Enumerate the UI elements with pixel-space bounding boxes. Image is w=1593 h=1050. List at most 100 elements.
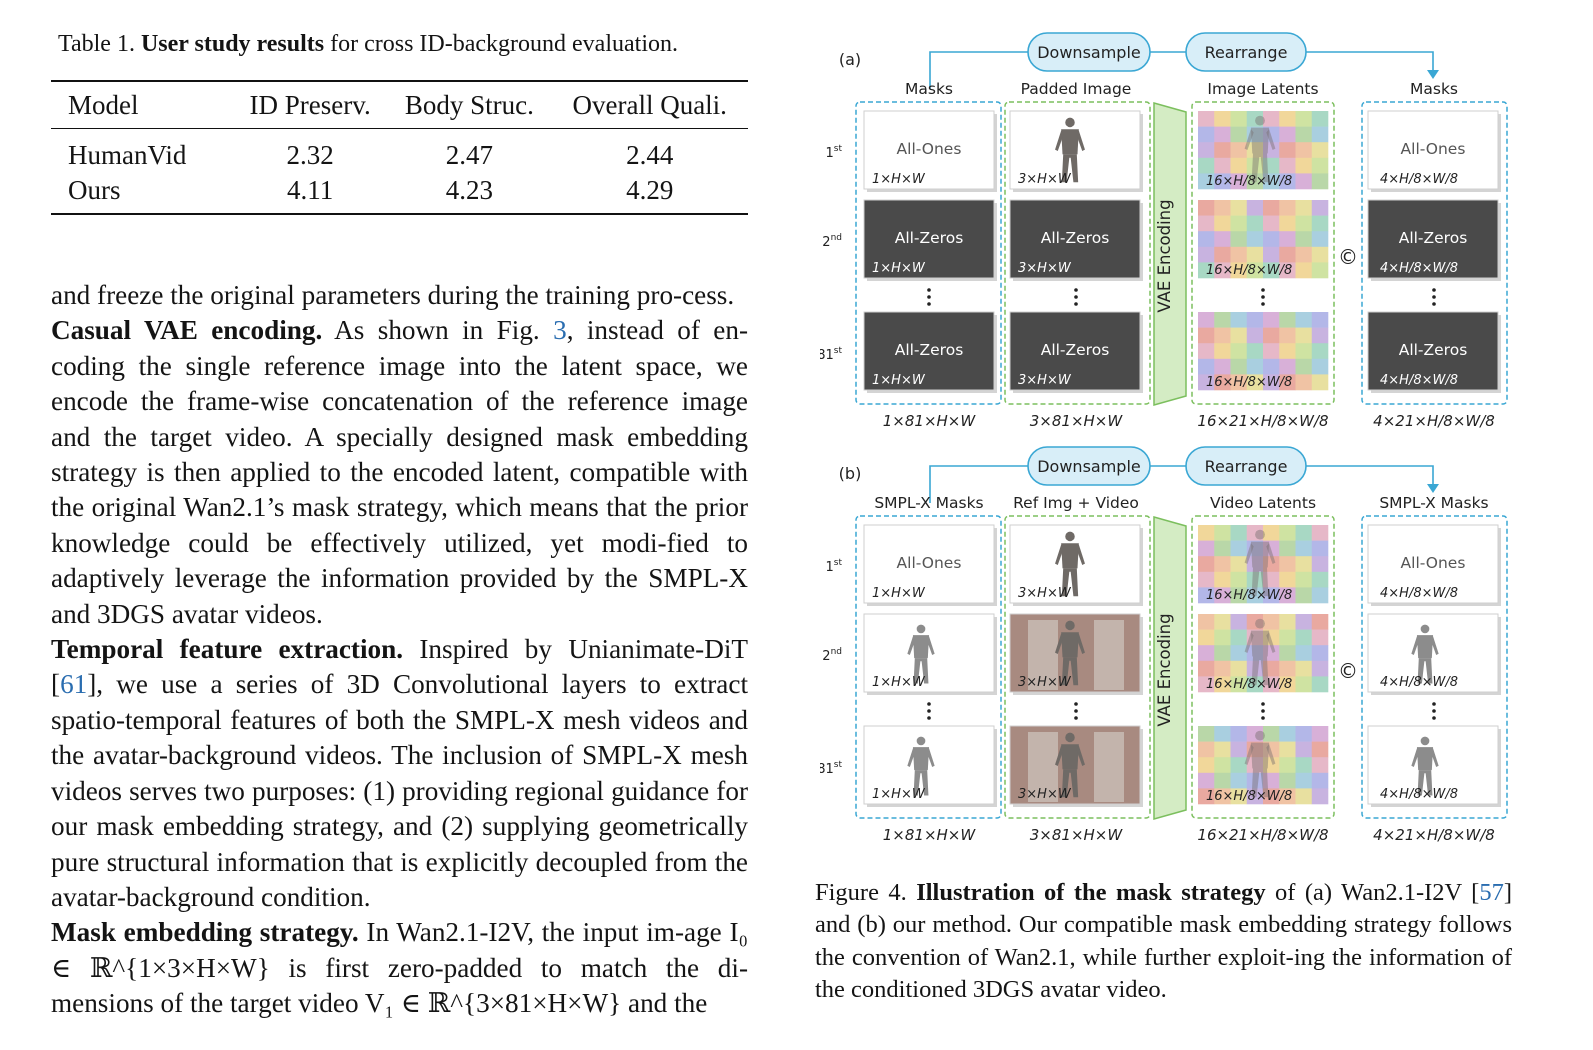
avatar-figure xyxy=(1055,620,1085,686)
person-torso xyxy=(1250,541,1270,568)
latent-patch xyxy=(1295,540,1313,557)
latent-patch xyxy=(1230,788,1248,805)
latent-patch xyxy=(1230,614,1248,630)
latent-patch xyxy=(1311,358,1329,375)
bottom-dimension: 16×21×H/8×W/8 xyxy=(1197,412,1328,430)
paragraph-text: Inspired by Unianimate-DiT [ xyxy=(51,634,748,700)
latent-patch xyxy=(1230,629,1248,646)
latent-patch xyxy=(1279,757,1296,774)
latent-figure xyxy=(1244,529,1276,597)
latent-patch xyxy=(1230,126,1248,143)
figure-caption-bold: Illustration of the mask strategy xyxy=(916,879,1266,906)
table-row: Ours 4.11 4.23 4.29 xyxy=(51,173,748,215)
latent-patch xyxy=(1311,215,1329,232)
latent-patch xyxy=(1311,726,1329,742)
out-mask-cell xyxy=(1367,725,1499,805)
column-title: Ref Img + Video xyxy=(1013,494,1139,512)
person-arm xyxy=(907,636,916,655)
mask-cell xyxy=(863,725,995,805)
latent-patch xyxy=(1230,358,1248,375)
row-label: 1st xyxy=(826,144,843,161)
dot xyxy=(1074,288,1078,292)
paragraph-text: ], we use a series of 3D Convolutional l… xyxy=(51,669,748,912)
person-arm xyxy=(1055,130,1064,151)
mask-cell xyxy=(863,311,995,391)
latent-patch xyxy=(1214,111,1231,127)
column-title: Masks xyxy=(1410,80,1458,98)
latent-figure xyxy=(1244,730,1276,798)
paragraph: Temporal feature extraction. Inspired by… xyxy=(51,632,748,915)
latent-patch xyxy=(1295,111,1313,127)
latent-patch xyxy=(1198,525,1215,541)
latent-grid xyxy=(1198,614,1329,693)
latent-patch xyxy=(1246,741,1264,758)
latent-patch xyxy=(1246,246,1264,263)
latent-patch xyxy=(1246,343,1264,360)
dashed-box-out-masks xyxy=(1361,101,1508,405)
rearrange-label: Rearrange xyxy=(1205,457,1288,476)
citation-link[interactable]: 57 xyxy=(1479,879,1504,906)
latent-patch xyxy=(1311,571,1329,588)
person-legs xyxy=(913,658,929,684)
figure-reference-link[interactable]: 3 xyxy=(553,315,567,346)
latent-patch xyxy=(1295,645,1313,662)
rearrange-pill xyxy=(1185,32,1307,72)
latent-patch xyxy=(1246,327,1264,344)
arrow-head xyxy=(1427,484,1439,493)
column-title: SMPL-X Masks xyxy=(874,494,983,512)
dot xyxy=(927,302,931,306)
smplx-silhouette xyxy=(1411,624,1439,684)
person-arm xyxy=(1076,544,1085,565)
vae-encoding-label: VAE Encoding xyxy=(1155,613,1174,726)
table-header-cell: Model xyxy=(51,80,233,129)
latent-patch xyxy=(1311,312,1329,328)
latent-patch xyxy=(1230,587,1248,604)
latent-patch xyxy=(1230,111,1248,127)
latent-patch xyxy=(1279,142,1296,159)
latent-patch xyxy=(1198,660,1215,677)
row-label: 81st xyxy=(820,760,842,777)
latent-patch xyxy=(1295,157,1313,174)
latent-patch xyxy=(1214,231,1231,248)
table-cell: 4.23 xyxy=(387,173,552,215)
latent-patch xyxy=(1263,757,1280,774)
latent-patch xyxy=(1230,215,1248,232)
latent-patch xyxy=(1214,571,1231,588)
vae-encoder-shape xyxy=(1153,516,1187,820)
citation-link[interactable]: 61 xyxy=(60,669,88,700)
latent-cell-dim: 16×H/8×W/8 xyxy=(1206,263,1292,278)
dashed-box-latents xyxy=(1191,101,1335,405)
dashed-box-masks xyxy=(855,515,1002,819)
latent-patch xyxy=(1198,788,1215,805)
rearrange-label: Rearrange xyxy=(1205,43,1288,62)
latent-patch xyxy=(1279,629,1296,646)
latent-patch xyxy=(1230,660,1248,677)
out-mask-cell-dim: 4×H/8×W/8 xyxy=(1380,787,1458,802)
dot xyxy=(1261,295,1265,299)
latent-patch xyxy=(1246,676,1264,693)
mask-cell-text: All-Zeros xyxy=(895,229,964,247)
paragraph-title: Temporal feature extraction. xyxy=(51,634,404,665)
latent-patch xyxy=(1214,126,1231,143)
person-legs xyxy=(1251,768,1269,798)
latent-patch xyxy=(1279,540,1296,557)
latent-patch xyxy=(1279,358,1296,375)
image-cell-text: All-Zeros xyxy=(1041,341,1110,359)
dot xyxy=(927,709,931,713)
latent-patch xyxy=(1295,757,1313,774)
latent-patch xyxy=(1230,157,1248,174)
latent-patch xyxy=(1263,772,1280,789)
latent-figure xyxy=(1244,618,1276,686)
latent-patch xyxy=(1230,726,1248,742)
mask-cell-text: All-Ones xyxy=(897,554,962,572)
latent-patch xyxy=(1295,215,1313,232)
latent-patch xyxy=(1214,726,1231,742)
latent-patch xyxy=(1295,629,1313,646)
out-mask-cell-text: All-Ones xyxy=(1401,140,1466,158)
latent-patch xyxy=(1295,173,1313,190)
figure-caption-prefix: Figure 4. xyxy=(815,879,917,906)
latent-patch xyxy=(1263,327,1280,344)
latent-patch xyxy=(1263,262,1280,279)
vae-encoding-label: VAE Encoding xyxy=(1155,199,1174,312)
